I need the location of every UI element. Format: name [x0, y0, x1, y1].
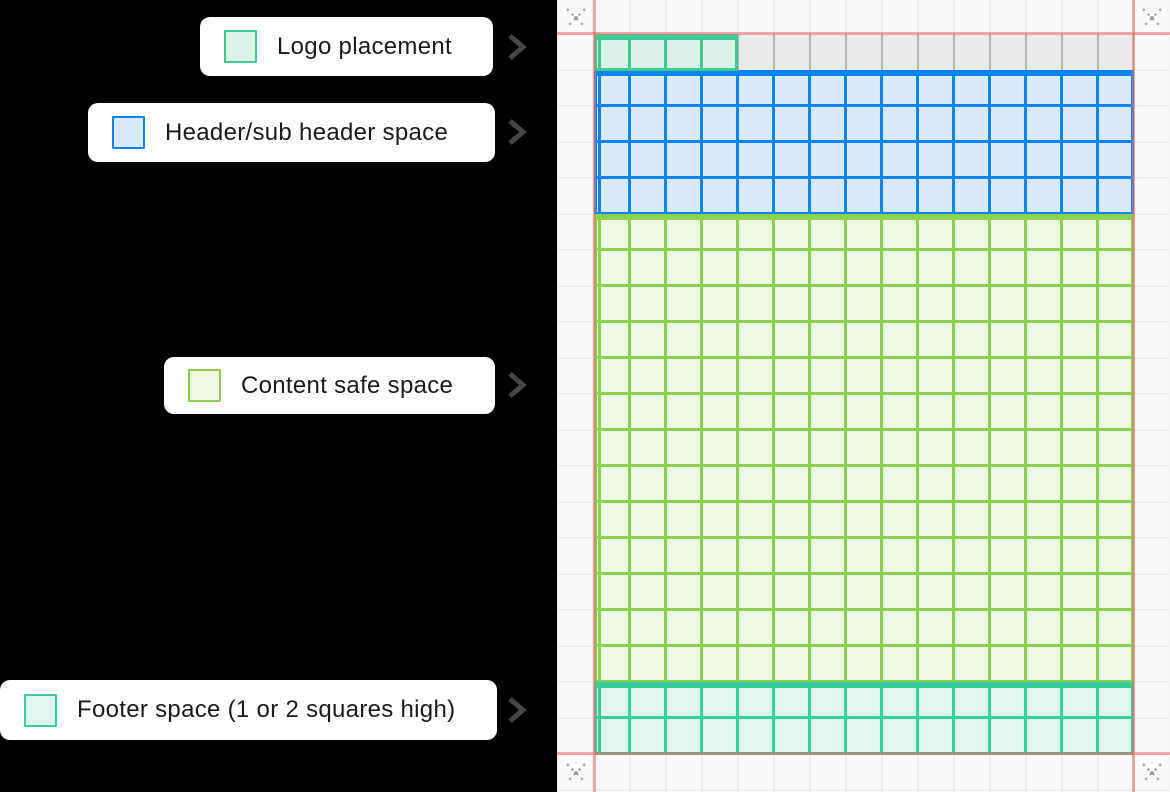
content-safe-space-region — [594, 214, 1134, 683]
content-swatch — [188, 369, 221, 402]
legend-label: Footer space (1 or 2 squares high) — [77, 696, 456, 723]
header-swatch — [112, 116, 145, 149]
margin-line-right — [1132, 0, 1135, 792]
grid-canvas — [557, 0, 1170, 792]
legend-pill-header-space[interactable]: Header/sub header space — [88, 103, 495, 162]
dotted-x-icon — [566, 763, 586, 783]
dotted-x-icon — [566, 8, 586, 28]
margin-line-bottom — [557, 752, 1170, 755]
chevron-right-icon[interactable] — [504, 370, 528, 400]
footer-swatch — [24, 693, 57, 727]
legend-pill-logo-placement[interactable]: Logo placement — [200, 17, 493, 76]
header-space-region — [594, 70, 1134, 215]
logo-swatch — [224, 30, 257, 63]
logo-placement-region — [594, 34, 738, 71]
footer-space-region — [594, 682, 1134, 755]
dotted-x-icon — [1142, 763, 1162, 783]
margin-line-left — [593, 0, 596, 792]
legend-label: Content safe space — [241, 371, 454, 399]
margin-line-top — [557, 32, 1170, 35]
legend-pill-content-safe-space[interactable]: Content safe space — [164, 357, 495, 414]
chevron-right-icon[interactable] — [504, 117, 528, 147]
legend-pill-footer-space[interactable]: Footer space (1 or 2 squares high) — [0, 680, 497, 740]
legend-label: Logo placement — [277, 32, 452, 60]
chevron-right-icon[interactable] — [504, 32, 528, 62]
chevron-right-icon[interactable] — [504, 695, 528, 725]
dotted-x-icon — [1142, 8, 1162, 28]
legend-label: Header/sub header space — [165, 118, 449, 146]
